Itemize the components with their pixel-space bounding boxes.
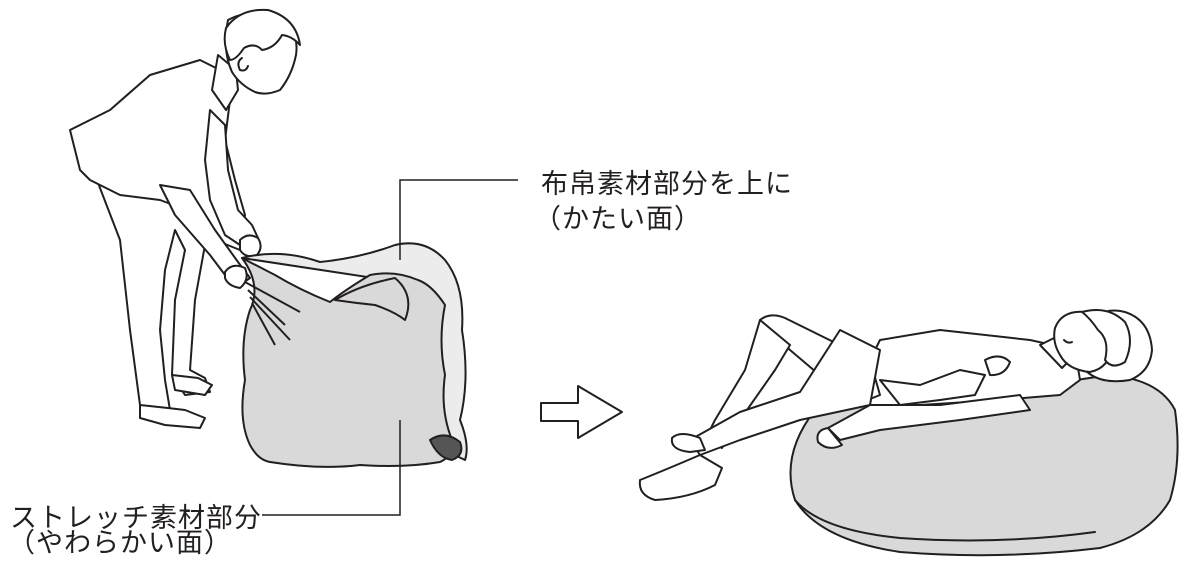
soft-side-sublabel: （やわらかい面） [8, 528, 232, 559]
hard-side-label: 布帛素材部分を上に [541, 169, 793, 200]
soft-side-label: ストレッチ素材部分 [10, 503, 262, 534]
standing-person [69, 8, 301, 429]
right-hollow-arrow-icon [540, 385, 623, 439]
leader-lines [262, 179, 518, 516]
beanbag-with-person [638, 309, 1179, 557]
beanbag-cover [241, 242, 468, 468]
hard-side-sublabel: （かたい面） [534, 204, 702, 235]
